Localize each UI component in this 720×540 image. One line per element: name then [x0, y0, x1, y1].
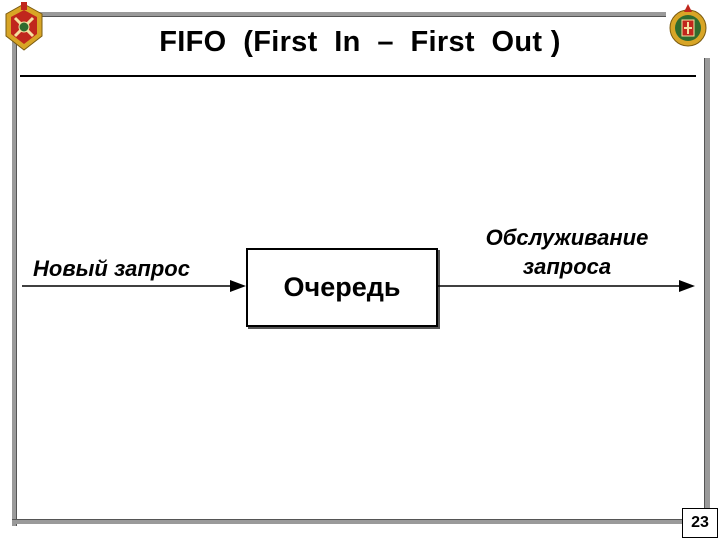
slide-frame-right [704, 58, 710, 526]
slide-frame-bottom [12, 519, 682, 524]
output-label: Обслуживание запроса [472, 223, 662, 281]
slide-frame-top [12, 12, 666, 17]
output-arrow-head [679, 280, 695, 292]
page-number: 23 [682, 508, 718, 538]
input-arrow-head [230, 280, 246, 292]
input-label: Новый запрос [33, 256, 190, 281]
output-label-line1: Обслуживание [485, 225, 649, 250]
output-label-line2: запроса [522, 254, 612, 279]
slide-title: FIFO (First In – First Out ) [159, 26, 561, 58]
queue-label: Очередь [283, 272, 401, 302]
left-emblem-icon [5, 2, 43, 51]
right-emblem-icon [669, 4, 707, 47]
slide-frame-left [12, 12, 17, 526]
title-underline [20, 75, 696, 77]
queue-box: Очередь [246, 248, 438, 327]
